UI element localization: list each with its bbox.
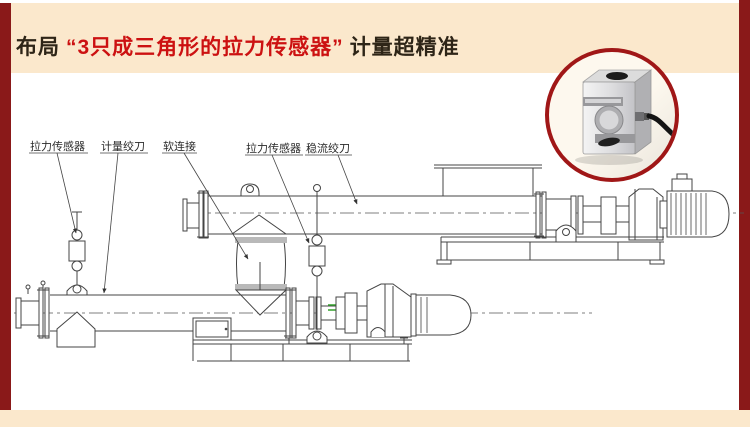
lower-base-frame <box>192 337 412 362</box>
label-flow-stabilizing-auger: 稳流绞刀 <box>306 141 350 155</box>
support-box <box>192 317 232 341</box>
upper-conveyor-flow-stabilizing-auger <box>182 164 730 265</box>
tension-sensor-left-assembly <box>68 211 86 285</box>
transition-hopper-soft-connection <box>228 214 290 316</box>
title-banner: 布局 “3只成三角形的拉力传感器”计量超精准 <box>10 3 739 73</box>
lower-gearbox <box>366 283 412 338</box>
right-border-strip <box>739 0 750 412</box>
label-tension-sensor-right: 拉力传感器 <box>246 141 301 155</box>
upper-drive-train <box>545 173 730 241</box>
feed-inlet-box <box>434 164 542 196</box>
lower-motor <box>415 294 472 336</box>
cable-gland <box>635 112 644 121</box>
discharge-outlet <box>56 311 96 348</box>
bottom-border-band <box>0 410 750 427</box>
upper-gearbox <box>628 188 664 241</box>
upper-base-frame <box>436 236 665 265</box>
load-cell-inset-photo <box>545 48 679 182</box>
callout-labels: 拉力传感器 计量绞刀 软连接 拉力传感器 稳流绞刀 <box>29 139 358 294</box>
left-border-strip <box>0 3 11 410</box>
alignment-marks-green <box>328 304 336 311</box>
label-soft-connection: 软连接 <box>163 139 196 153</box>
sensor-cable <box>646 113 675 140</box>
s-type-load-cell-photo <box>575 69 675 165</box>
label-metering-auger: 计量绞刀 <box>101 139 145 153</box>
title-highlight: “3只成三角形的拉力传感器” <box>66 36 344 59</box>
bottom-threaded-hole <box>598 137 620 147</box>
title-suffix: 计量超精准 <box>349 36 460 59</box>
page-title: 布局 “3只成三角形的拉力传感器”计量超精准 <box>16 31 460 61</box>
lower-conveyor-metering-auger <box>15 280 472 362</box>
label-tension-sensor-left: 拉力传感器 <box>30 139 85 153</box>
top-threaded-hole <box>606 72 628 80</box>
upper-motor <box>666 190 730 238</box>
lower-drive-train <box>284 283 472 339</box>
title-prefix: 布局 <box>16 36 60 59</box>
tension-sensor-right-assembly <box>306 184 328 344</box>
